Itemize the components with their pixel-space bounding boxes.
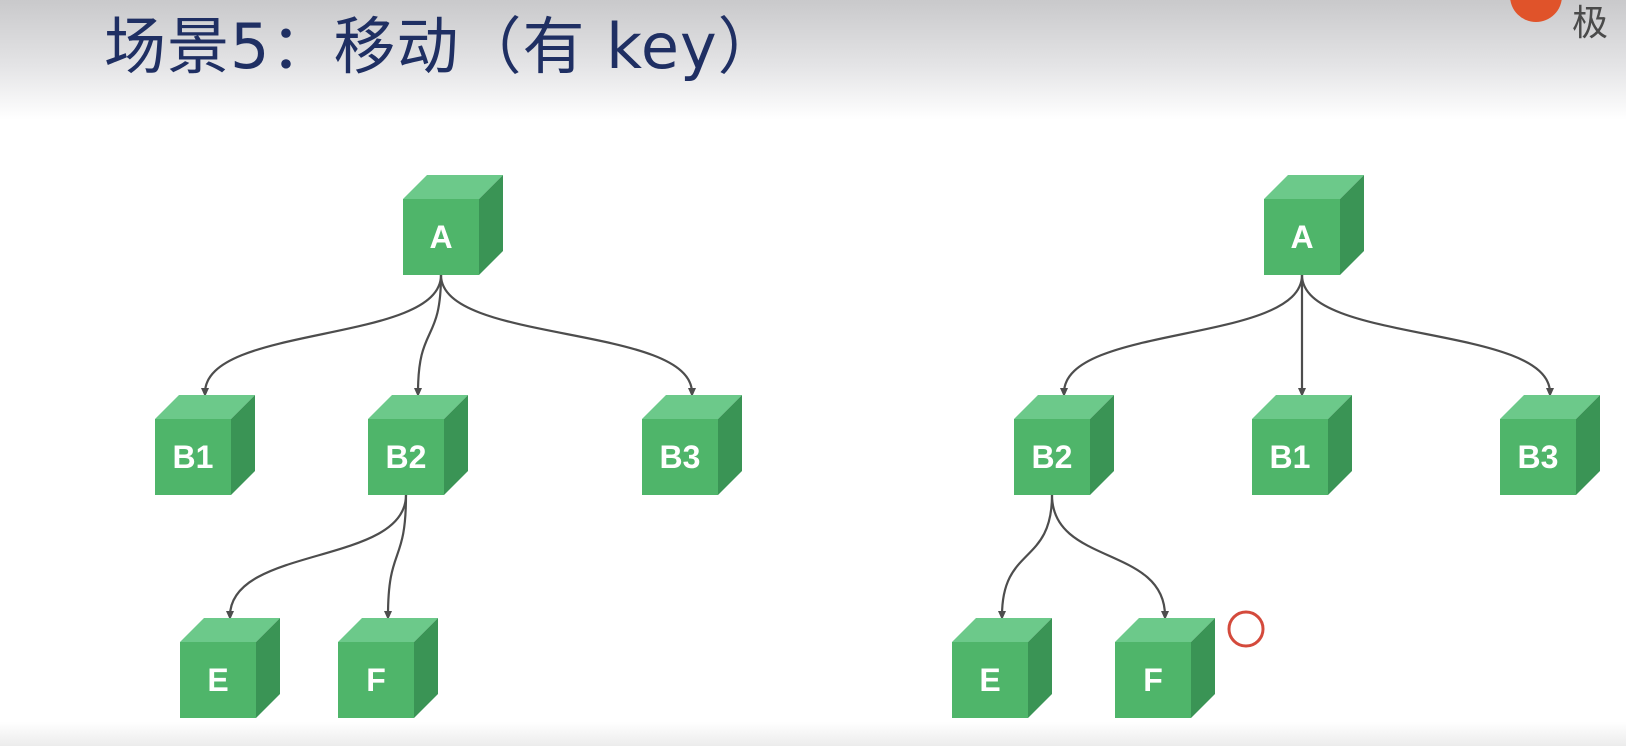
- cube-top-face: [1500, 395, 1600, 419]
- cube-top-face: [180, 618, 280, 642]
- cube-side-face: [1028, 618, 1052, 718]
- cube-front-face: [1115, 642, 1191, 718]
- edge-after-B2-E: [998, 494, 1054, 620]
- cube-top-face: [642, 395, 742, 419]
- node-after-F: F: [1115, 618, 1215, 718]
- node-before-F: F: [338, 618, 438, 718]
- cube-side-face: [444, 395, 468, 495]
- cube-front-face: [180, 642, 256, 718]
- cube-top-face: [1264, 175, 1364, 199]
- header-band: [0, 0, 1626, 120]
- cube-side-face: [718, 395, 742, 495]
- cube-side-face: [256, 618, 280, 718]
- cube-top-face: [338, 618, 438, 642]
- node-label: F: [1143, 662, 1163, 698]
- edge-before-B2-E: [226, 494, 408, 620]
- edges-layer: [201, 274, 1554, 620]
- logo-icon: [1510, 0, 1562, 22]
- cube-front-face: [403, 199, 479, 275]
- edge-after-B2-F: [1050, 494, 1169, 620]
- footer-band: [0, 722, 1626, 746]
- cursor-indicator-icon: [1227, 610, 1265, 648]
- cube-side-face: [414, 618, 438, 718]
- node-after-E: E: [952, 618, 1052, 718]
- cube-top-face: [403, 175, 503, 199]
- edge-before-B2-F: [384, 494, 408, 620]
- node-label: B1: [173, 439, 214, 475]
- cube-top-face: [1014, 395, 1114, 419]
- cube-front-face: [368, 419, 444, 495]
- cube-side-face: [479, 175, 503, 275]
- edge-before-A-B2: [414, 274, 443, 397]
- cube-top-face: [952, 618, 1052, 642]
- node-after-B2: B2: [1014, 395, 1114, 495]
- node-label: E: [207, 662, 228, 698]
- node-label: A: [1290, 219, 1313, 255]
- cube-front-face: [1252, 419, 1328, 495]
- cube-side-face: [1090, 395, 1114, 495]
- node-label: F: [366, 662, 386, 698]
- cube-front-face: [1500, 419, 1576, 495]
- cube-side-face: [231, 395, 255, 495]
- node-after-A: A: [1264, 175, 1364, 275]
- node-before-B2: B2: [368, 395, 468, 495]
- cube-top-face: [368, 395, 468, 419]
- node-label: A: [429, 219, 452, 255]
- slide-title: 场景5：移动（有 key）: [104, 10, 781, 83]
- node-label: B1: [1270, 439, 1311, 475]
- edge-before-A-B1: [201, 274, 443, 397]
- nodes-layer: A B1 B2 B3E F A B2 B1 B3E F: [155, 175, 1600, 718]
- cube-side-face: [1340, 175, 1364, 275]
- node-after-B1: B1: [1252, 395, 1352, 495]
- cube-front-face: [1014, 419, 1090, 495]
- cube-side-face: [1576, 395, 1600, 495]
- cube-top-face: [1115, 618, 1215, 642]
- node-label: B3: [1518, 439, 1559, 475]
- node-label: B3: [660, 439, 701, 475]
- cube-top-face: [1252, 395, 1352, 419]
- cube-front-face: [155, 419, 231, 495]
- cube-front-face: [642, 419, 718, 495]
- edge-before-A-B3: [439, 274, 696, 397]
- node-before-B1: B1: [155, 395, 255, 495]
- edge-after-A-B2: [1060, 274, 1304, 397]
- cube-front-face: [1264, 199, 1340, 275]
- logo-text: 极: [1572, 3, 1609, 44]
- cube-front-face: [952, 642, 1028, 718]
- node-before-B3: B3: [642, 395, 742, 495]
- node-label: B2: [1032, 439, 1073, 475]
- node-before-E: E: [180, 618, 280, 718]
- node-before-A: A: [403, 175, 503, 275]
- cube-front-face: [338, 642, 414, 718]
- node-label: E: [979, 662, 1000, 698]
- cube-side-face: [1328, 395, 1352, 495]
- cube-side-face: [1191, 618, 1215, 718]
- edge-after-A-B3: [1300, 274, 1554, 397]
- node-after-B3: B3: [1500, 395, 1600, 495]
- node-label: B2: [386, 439, 427, 475]
- cube-top-face: [155, 395, 255, 419]
